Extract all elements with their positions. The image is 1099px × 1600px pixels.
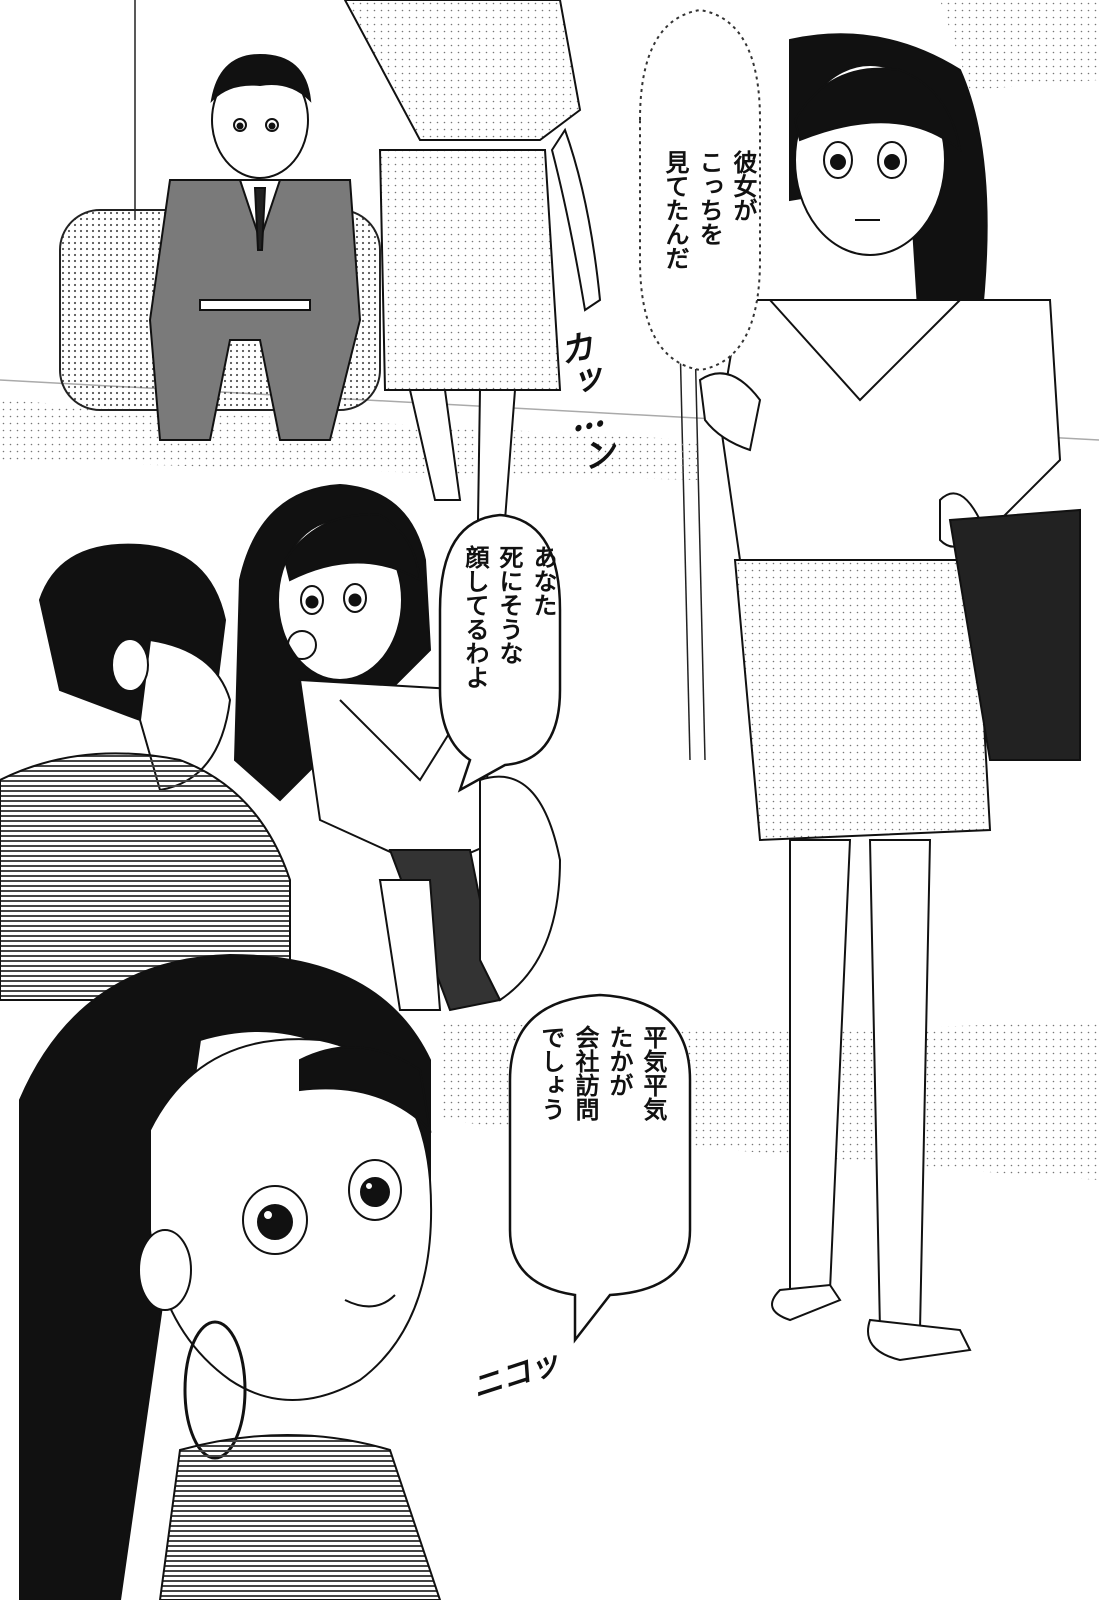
thought-bubble-text: 彼女が こっちを 見てたんだ <box>658 150 760 340</box>
bubble-line: 顔してるわよ <box>461 545 489 689</box>
bubble-line: 彼女が <box>729 150 757 222</box>
speech-bubble-middle-text: あなた 死にそうな 顔してるわよ <box>458 545 560 745</box>
bubble-line: 会社訪問 <box>571 1025 599 1121</box>
bubble-line: たかが <box>605 1025 633 1097</box>
walking-woman-background <box>343 0 602 521</box>
bubble-line: 見てたんだ <box>661 150 689 270</box>
seated-man <box>148 53 362 441</box>
speech-bubble-bottom-shape <box>508 993 692 1344</box>
bubble-line: 平気平気 <box>639 1025 667 1121</box>
standing-woman <box>698 33 1081 1362</box>
bubble-line: でしょう <box>537 1025 565 1121</box>
bubble-line: こっちを <box>695 150 723 246</box>
bubble-line: 死にそうな <box>495 545 523 665</box>
speech-bubble-middle-shape <box>438 513 562 793</box>
speech-bubble-bottom-text: 平気平気 たかが 会社訪問 でしょう <box>534 1025 670 1225</box>
man-back-view <box>0 543 291 1001</box>
thought-bubble-top-shape <box>639 8 761 372</box>
bubble-line: あなた <box>529 545 557 617</box>
closeup-woman <box>19 953 442 1600</box>
